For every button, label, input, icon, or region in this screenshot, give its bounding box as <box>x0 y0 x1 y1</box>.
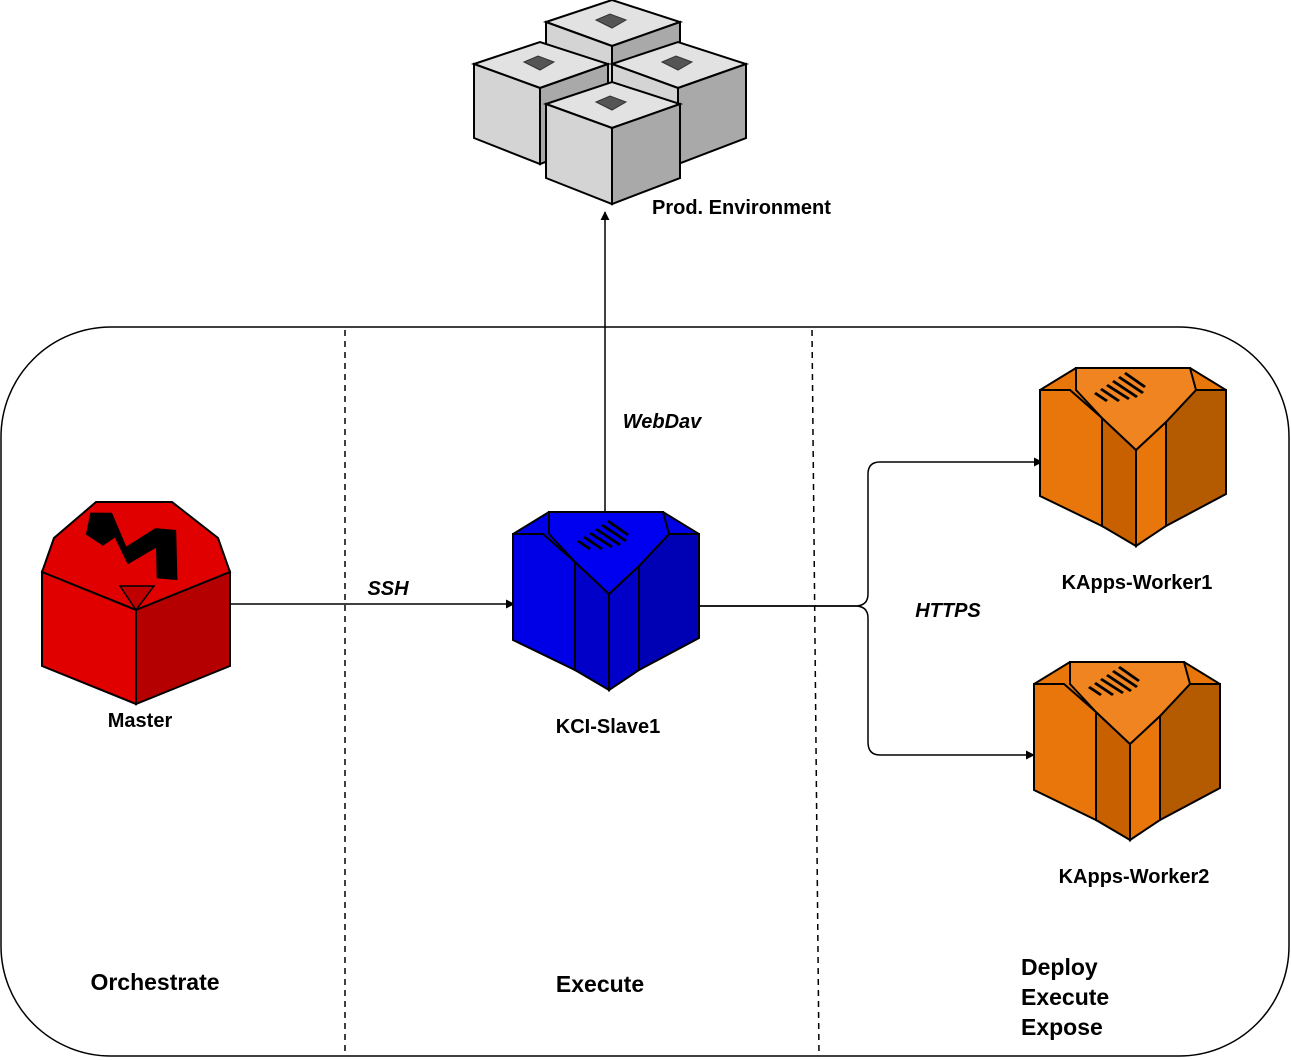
worker2-label: KApps-Worker2 <box>1059 866 1210 888</box>
lane-execute2-label: Execute <box>1021 984 1109 1010</box>
lane-expose-label: Expose <box>1021 1014 1103 1040</box>
ssh-label: SSH <box>367 578 409 600</box>
worker2-server-icon[interactable] <box>1033 661 1221 842</box>
master-node-icon[interactable] <box>40 498 232 706</box>
lane-orchestrate-label: Orchestrate <box>90 969 219 995</box>
slave-server-icon[interactable] <box>512 511 700 692</box>
edge-https-worker2[interactable] <box>698 605 1035 760</box>
worker1-label: KApps-Worker1 <box>1062 572 1213 594</box>
environment-container <box>0 326 1290 1057</box>
server-cluster-icon[interactable] <box>473 0 747 205</box>
master-label: Master <box>108 710 173 732</box>
lane-execute-label: Execute <box>556 971 644 997</box>
https-label: HTTPS <box>915 600 981 622</box>
lane-divider-2 <box>811 329 820 1057</box>
prod-environment-label: Prod. Environment <box>652 197 831 219</box>
slave-label: KCI-Slave1 <box>556 716 661 738</box>
webdav-label: WebDav <box>623 411 703 433</box>
lane-deploy-label: Deploy <box>1021 954 1098 980</box>
worker1-server-icon[interactable] <box>1039 367 1227 548</box>
edge-https-worker1[interactable] <box>698 457 1043 607</box>
